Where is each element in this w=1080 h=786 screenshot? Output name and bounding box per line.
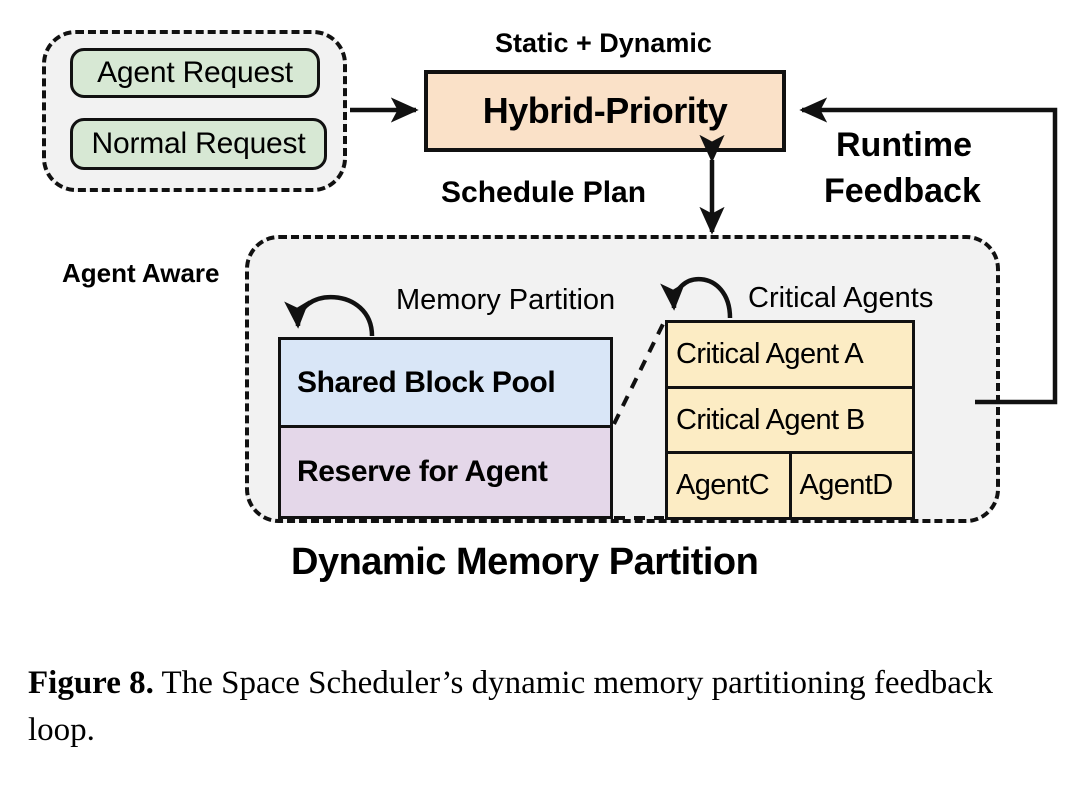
shared-block-pool-row[interactable]: Shared Block Pool	[281, 340, 610, 428]
runtime-feedback-label-line2: Feedback	[824, 172, 981, 210]
reserve-for-agent-label: Reserve for Agent	[297, 455, 548, 488]
hybrid-priority-box[interactable]: Hybrid-Priority	[424, 70, 786, 152]
memory-partition-stack: Shared Block Pool Reserve for Agent	[278, 337, 613, 519]
figure-caption-text: The Space Scheduler’s dynamic memory par…	[28, 665, 993, 748]
critical-agent-b-label: Critical Agent B	[676, 403, 865, 436]
memory-partition-loop-label: Memory Partition	[396, 284, 616, 316]
static-dynamic-label: Static + Dynamic	[495, 28, 712, 58]
table-row[interactable]: Critical Agent A	[668, 323, 912, 389]
agent-d-label: AgentD	[799, 469, 894, 502]
critical-agent-a-label: Critical Agent A	[676, 337, 864, 370]
normal-request-label: Normal Request	[91, 127, 306, 160]
critical-agents-table: Critical Agent A Critical Agent B AgentC…	[665, 320, 915, 520]
agent-request-box[interactable]: Agent Request	[70, 48, 320, 98]
schedule-plan-label: Schedule Plan	[441, 176, 647, 209]
figure-caption: Figure 8. The Space Scheduler’s dynamic …	[28, 660, 1058, 754]
agent-c-cell[interactable]: AgentC	[668, 454, 792, 518]
figure-caption-label: Figure 8.	[28, 665, 154, 701]
critical-agent-b-cell[interactable]: Critical Agent B	[668, 389, 912, 452]
normal-request-box[interactable]: Normal Request	[70, 118, 327, 170]
hybrid-priority-label: Hybrid-Priority	[482, 90, 728, 131]
agent-c-label: AgentC	[676, 469, 770, 502]
shared-block-pool-label: Shared Block Pool	[297, 365, 556, 399]
critical-agents-loop-label: Critical Agents	[748, 282, 934, 314]
agent-aware-label: Agent Aware	[62, 258, 220, 288]
runtime-feedback-label-line1: Runtime	[836, 126, 972, 164]
table-row[interactable]: AgentC AgentD	[668, 454, 913, 518]
critical-agent-a-cell[interactable]: Critical Agent A	[668, 323, 912, 386]
table-row[interactable]: Critical Agent B	[668, 389, 912, 455]
agent-d-cell[interactable]: AgentD	[792, 454, 913, 517]
agent-request-label: Agent Request	[97, 56, 293, 89]
reserve-for-agent-row[interactable]: Reserve for Agent	[281, 428, 610, 516]
dynamic-memory-partition-label: Dynamic Memory Partition	[291, 541, 759, 583]
